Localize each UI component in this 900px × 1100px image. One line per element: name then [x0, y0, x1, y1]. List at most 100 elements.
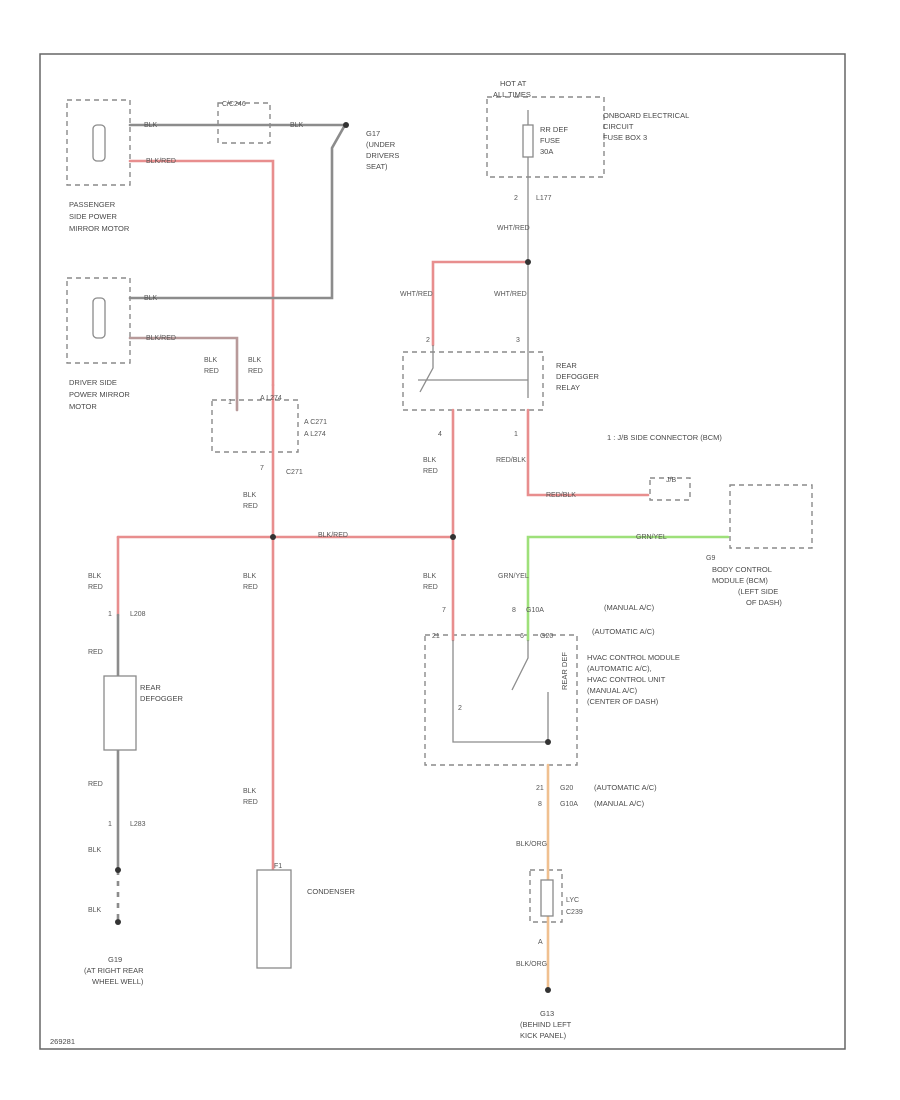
wire-label: RED	[423, 584, 438, 591]
wire-label: J/B	[666, 477, 676, 484]
rear-defogger-relay-box	[402, 351, 544, 411]
hvac-switch-label: REAR DEF	[560, 652, 569, 690]
wire-label: RED	[243, 584, 258, 591]
wire-label: BLK/ORG	[516, 841, 547, 848]
wire-label: RED/BLK	[546, 492, 576, 499]
pin-label: 1	[228, 399, 232, 406]
connector-label: G9	[706, 555, 715, 562]
condenser-label: CONDENSER	[307, 887, 356, 896]
wire-label: F1	[274, 863, 282, 870]
driver-motor-symbol	[92, 297, 106, 339]
connector-label: G10A	[560, 801, 578, 808]
jb-note: 1 : J/B SIDE CONNECTOR (BCM)	[607, 433, 722, 442]
connector-label: C/C246	[222, 101, 246, 108]
wire-label: BLK	[88, 907, 102, 914]
wire-label: RED	[248, 368, 263, 375]
connector-label: LYC	[566, 897, 579, 904]
wire-label: L208	[130, 611, 146, 618]
wire-label: RED	[88, 584, 103, 591]
pin-label: 1	[108, 821, 112, 828]
relay-switch	[418, 345, 529, 398]
wire-label: BLK	[423, 573, 437, 580]
wire-driver-blk	[128, 123, 347, 300]
connector-label: C239	[566, 909, 583, 916]
wire-label: BLK	[88, 573, 102, 580]
wire-label: GRN/YEL	[498, 573, 529, 580]
connector-label: G10A	[526, 607, 544, 614]
wire-label: BLK	[144, 122, 158, 129]
pin-label: 7	[260, 465, 264, 472]
wire-label: RED	[88, 649, 103, 656]
rear-defogger-element	[103, 675, 137, 751]
pin-label: 4	[438, 431, 442, 438]
condenser-element	[256, 869, 292, 969]
wire-hvac-inner	[452, 700, 549, 743]
wire-label: RED	[243, 503, 258, 510]
pin-label: 2	[458, 705, 462, 712]
ground-dot	[545, 987, 551, 993]
wire-label: GRN/YEL	[636, 534, 667, 541]
connector-label: C271	[286, 469, 303, 476]
wire-label: L177	[536, 195, 552, 202]
pin-label: A	[538, 939, 543, 946]
c246-connector-box	[217, 102, 271, 144]
pin-label: 6	[520, 633, 524, 640]
lyc-connector-box	[529, 869, 563, 923]
wire-label: RED/BLK	[496, 457, 526, 464]
driver-mirror-motor-box	[66, 277, 131, 364]
wire-label: BLK	[290, 122, 304, 129]
hvac-module-box	[424, 634, 578, 766]
diagram-frame	[39, 53, 846, 1050]
passenger-mirror-motor-box	[66, 99, 131, 186]
jb-connector-box	[649, 477, 691, 501]
wire-label: BLK	[243, 492, 257, 499]
hvac-label: HVAC CONTROL MODULE(AUTOMATIC A/C),HVAC …	[587, 653, 680, 706]
connector-label: A L274	[304, 431, 326, 438]
wire-whtred-left	[431, 260, 530, 347]
pin-label: 3	[516, 337, 520, 344]
c274-connector-box	[211, 399, 299, 453]
wire-label: BLK	[248, 357, 262, 364]
pin-label: 2	[514, 195, 518, 202]
wire-label: BLK	[204, 357, 218, 364]
ground-dot	[115, 867, 121, 873]
fuse-box-3	[486, 96, 605, 178]
wire-label: BLK	[423, 457, 437, 464]
pin-label: 1	[108, 611, 112, 618]
pin-label: 2	[426, 337, 430, 344]
connector-label: G20	[560, 785, 573, 792]
manual-ac-label: (MANUAL A/C)	[604, 603, 655, 612]
junction-dot	[270, 534, 276, 540]
pin-label: 8	[538, 801, 542, 808]
wire-label: BLK	[88, 847, 102, 854]
junction-dot	[450, 534, 456, 540]
wire-relay-to-bcm	[526, 408, 650, 497]
wire-label: WHT/RED	[494, 291, 527, 298]
wire-label: WHT/RED	[497, 225, 530, 232]
wire-label: RED	[204, 368, 219, 375]
auto-ac-label: (AUTOMATIC A/C)	[592, 627, 655, 636]
wire-label: BLK/RED	[146, 335, 176, 342]
wire-passenger-blkred	[128, 159, 275, 387]
wire-label: BLK/RED	[318, 532, 348, 539]
connector-label: A C271	[304, 419, 327, 426]
diagram-code: 269281	[50, 1037, 75, 1046]
connector-label: G20	[540, 633, 553, 640]
pin-label: 21	[536, 785, 544, 792]
wire-label: BLK	[243, 573, 257, 580]
wire-grnyel	[526, 535, 730, 642]
pin-label: 7	[442, 607, 446, 614]
wire-label: BLK/ORG	[516, 961, 547, 968]
g20-auto-label: (AUTOMATIC A/C)	[594, 783, 657, 792]
